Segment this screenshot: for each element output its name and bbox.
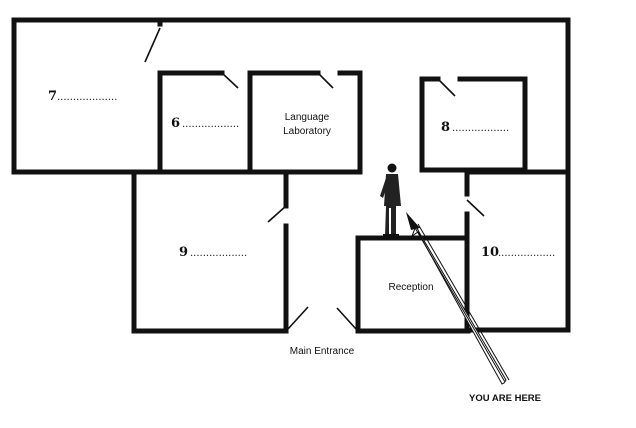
room-8-number: 8 (441, 120, 450, 135)
outer-walls (11, 17, 571, 334)
main-entrance[interactable]: Main Entrance (287, 306, 361, 357)
reception-label: Reception (388, 282, 433, 293)
room-language-laboratory[interactable]: Language Laboratory (247, 70, 363, 175)
room-9-blank[interactable]: .................. (190, 248, 247, 259)
room-9[interactable]: 9 .................. (131, 169, 289, 334)
door-language-laboratory[interactable] (317, 72, 334, 89)
room-8-blank[interactable]: .................. (452, 123, 509, 134)
room-7-number: 7 (48, 89, 57, 104)
entrance-door-left[interactable] (287, 306, 309, 330)
language-laboratory-label-line2: Laboratory (283, 126, 331, 137)
room-reception[interactable]: Reception (355, 235, 471, 334)
room-6-number: 6 (171, 116, 180, 131)
entrance-door-right[interactable] (336, 307, 357, 330)
room-9-number: 9 (179, 245, 188, 260)
room-7-blank[interactable]: ................... (57, 92, 117, 103)
door-room-6[interactable] (221, 72, 239, 89)
door-room-7[interactable] (144, 27, 161, 63)
main-entrance-label: Main Entrance (290, 346, 355, 357)
language-laboratory-label-line1: Language (285, 112, 330, 123)
door-room-8[interactable] (437, 78, 456, 97)
person-figure (380, 163, 401, 237)
room-7[interactable]: 7 ................... (11, 17, 163, 175)
room-10[interactable]: 10 .................. (464, 169, 571, 333)
room-10-number: 10 (481, 245, 499, 260)
room-8[interactable]: 8 .................. (419, 76, 528, 173)
you-are-here-label: YOU ARE HERE (469, 393, 541, 404)
room-6-blank[interactable]: .................. (182, 119, 239, 130)
door-room-9[interactable] (267, 205, 287, 223)
door-room-10[interactable] (466, 199, 485, 217)
room-6[interactable]: 6 .................. (157, 70, 255, 175)
you-are-here-arrow (406, 212, 510, 385)
room-10-blank[interactable]: .................. (498, 248, 555, 259)
